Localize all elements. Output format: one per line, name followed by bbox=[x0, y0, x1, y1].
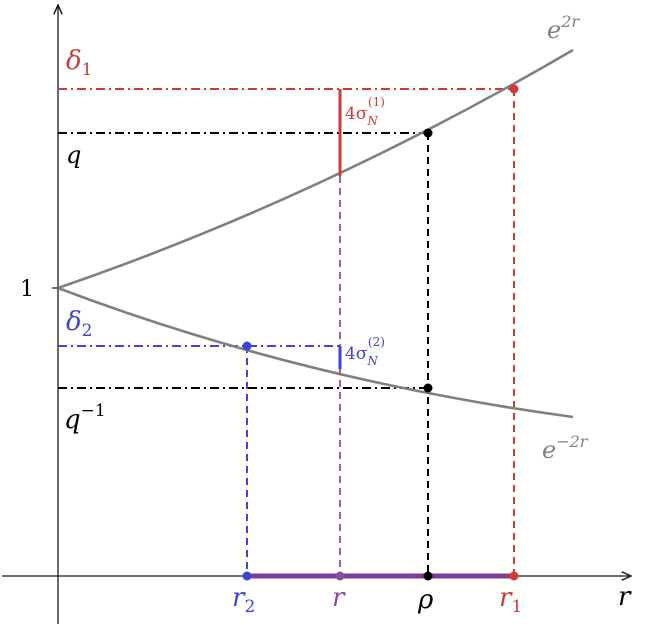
r2-axis-label: r2 bbox=[232, 583, 255, 617]
point-r2-axis bbox=[242, 571, 252, 581]
point-r-axis bbox=[335, 571, 345, 581]
r-axis-mid-label: r bbox=[332, 583, 346, 613]
r-axis-label: r bbox=[618, 582, 632, 612]
point-r1-axis bbox=[509, 571, 519, 581]
rho-axis-label: ρ bbox=[417, 585, 434, 615]
delta2-label: δ2 bbox=[66, 307, 92, 341]
point-r1-curve bbox=[509, 84, 519, 94]
delta1-label: δ1 bbox=[66, 46, 92, 80]
y-label-1: 1 bbox=[20, 277, 34, 302]
lower-curve-e-minus-2r bbox=[57, 286, 574, 419]
upper-curve-label: e2r bbox=[547, 12, 580, 44]
sigma2-label: 4σN(2) bbox=[345, 335, 385, 368]
r1-axis-label: r1 bbox=[499, 583, 522, 617]
lower-curve-label: e−2r bbox=[542, 432, 589, 464]
q-inverse-label: q−1 bbox=[64, 401, 106, 435]
sigma1-label: 4σN(1) bbox=[345, 95, 385, 128]
point-rho-curve-lower bbox=[423, 383, 433, 393]
point-rho-axis bbox=[423, 571, 433, 581]
q-label: q bbox=[66, 141, 81, 169]
point-r2-curve bbox=[242, 341, 252, 351]
point-rho-curve-upper bbox=[423, 128, 433, 138]
upper-curve-e-2r bbox=[57, 48, 574, 290]
